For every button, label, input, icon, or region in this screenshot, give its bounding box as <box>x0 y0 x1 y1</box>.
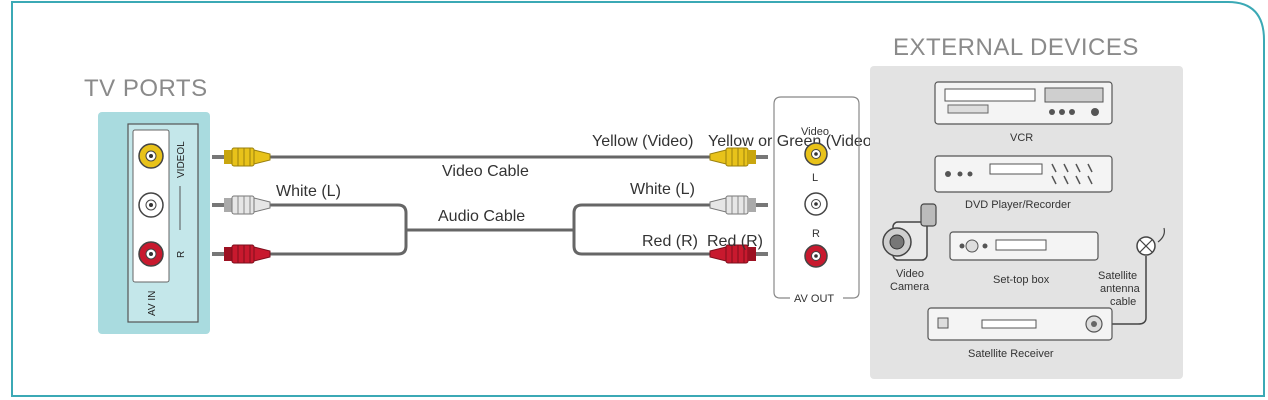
tv-audio-left-jack <box>138 192 164 218</box>
set-top-box-icon <box>949 231 1099 261</box>
av-out-label: AV OUT <box>794 293 834 305</box>
outer-frame <box>11 1 1265 397</box>
white-left-label: White (L) <box>276 183 341 200</box>
av-in-label: AV IN <box>147 291 158 316</box>
external-devices-title: EXTERNAL DEVICES <box>893 34 1139 61</box>
satellite-dish-icon <box>1136 227 1165 268</box>
dvd-player-icon <box>934 155 1113 193</box>
satellite-receiver-icon <box>927 307 1113 341</box>
left-white-plug <box>212 195 271 215</box>
right-white-plug <box>709 195 768 215</box>
audio-cable-label: Audio Cable <box>438 208 525 225</box>
video-camera-label-1: Video <box>896 268 924 280</box>
tv-video-jack <box>138 143 164 169</box>
satellite-antenna-cable <box>1112 268 1147 325</box>
yellow-video-label: Yellow (Video) <box>592 133 693 150</box>
audio-cable <box>270 203 710 256</box>
tv-right-port-label: R <box>176 251 187 258</box>
right-video-plug <box>709 147 768 167</box>
satellite-label-1: Satellite <box>1098 270 1137 282</box>
right-red-plug <box>709 244 768 264</box>
video-camera-label-2: Camera <box>890 281 930 293</box>
video-camera-icon <box>882 203 937 261</box>
av-out-bracket <box>773 96 860 299</box>
set-top-box-label: Set-top box <box>993 274 1050 286</box>
av-out-video-jack <box>804 142 828 166</box>
tv-video-port-label: VIDEOL <box>176 141 187 178</box>
video-cable-label: Video Cable <box>442 163 529 180</box>
left-red-plug <box>212 244 271 264</box>
satellite-label-2: antenna <box>1100 283 1141 295</box>
av-out-right-label: R <box>812 228 820 240</box>
av-out-video-label: Video <box>801 126 829 138</box>
av-out-left-label: L <box>812 172 818 184</box>
red-r-label-2: Red (R) <box>707 233 763 250</box>
yellow-green-video-label: Yellow or Green (Video) <box>708 133 877 150</box>
av-out-right-jack <box>804 244 828 268</box>
vcr-label: VCR <box>1010 132 1033 144</box>
vcr-icon <box>934 81 1113 125</box>
av-out-left-jack <box>804 192 828 216</box>
tv-ports-title: TV PORTS <box>84 75 208 102</box>
white-right-label: White (L) <box>630 181 695 198</box>
tv-audio-right-jack <box>138 241 164 267</box>
satellite-label-3: cable <box>1110 296 1136 308</box>
left-video-plug <box>212 147 271 167</box>
external-devices-panel <box>870 66 1183 379</box>
red-r-label-1: Red (R) <box>642 233 698 250</box>
dvd-label: DVD Player/Recorder <box>965 199 1071 211</box>
satellite-receiver-label: Satellite Receiver <box>968 348 1054 360</box>
